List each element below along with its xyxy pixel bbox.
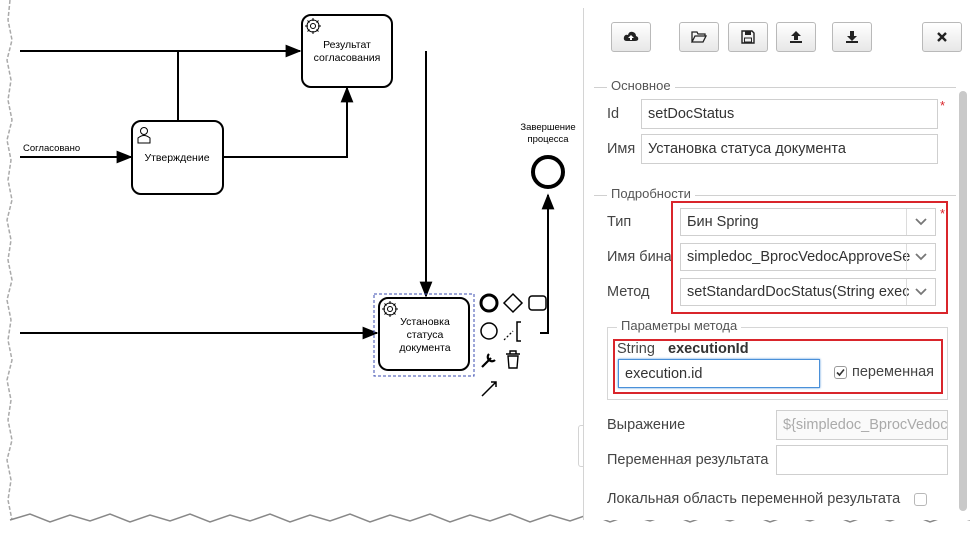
section-basic-title: Основное [607, 78, 675, 93]
close-icon [937, 32, 947, 42]
close-button[interactable] [922, 22, 962, 52]
connect-icon[interactable] [503, 330, 514, 341]
required-marker: * [940, 206, 946, 221]
expression-label: Выражение [607, 417, 686, 433]
param-value-input[interactable]: execution.id [618, 359, 820, 388]
method-select-value: setStandardDocStatus(String exec [687, 284, 910, 300]
name-label: Имя [607, 141, 636, 157]
gear-icon [382, 301, 398, 317]
expression-input[interactable]: ${simpledoc_BprocVedoc [776, 410, 948, 440]
svg-text:Установка: Установка [400, 316, 450, 328]
gear-icon [305, 18, 321, 34]
local-scope-label: Локальная область переменной результата [607, 491, 901, 507]
append-gateway-icon[interactable] [502, 292, 524, 314]
append-intermediate-event-icon[interactable] [480, 322, 498, 340]
param-variable-checkbox[interactable] [834, 366, 847, 379]
properties-panel: Основное Id setDocStatus * Имя Установка… [583, 8, 972, 520]
open-button[interactable] [679, 22, 719, 52]
chevron-down-icon [915, 288, 927, 296]
id-label: Id [607, 106, 620, 122]
bean-name-select-value: simpledoc_BprocVedocApproveSe [687, 249, 911, 265]
chevron-down-icon [915, 253, 927, 261]
result-variable-input[interactable] [776, 445, 948, 475]
type-select[interactable]: Бин Spring [680, 208, 936, 236]
toolbar [596, 22, 962, 56]
upload-icon [790, 31, 802, 43]
id-input[interactable]: setDocStatus [641, 99, 938, 129]
append-task-icon[interactable] [528, 295, 547, 311]
section-params-title: Параметры метода [617, 318, 742, 333]
details-highlight-box [671, 201, 948, 314]
params-highlight-box [613, 339, 943, 394]
method-label: Метод [607, 284, 650, 300]
cloud-upload-icon [623, 31, 639, 41]
type-select-value: Бин Spring [687, 214, 759, 230]
section-divider [594, 87, 956, 88]
save-button[interactable] [728, 22, 768, 52]
append-end-event-icon[interactable] [479, 293, 499, 313]
section-divider [594, 195, 956, 196]
sequence-flows[interactable] [20, 44, 555, 340]
text-annotation-icon[interactable] [516, 321, 521, 342]
param-name: executionId [668, 341, 749, 357]
svg-text:Утверждение: Утверждение [144, 152, 209, 164]
save-icon [741, 30, 755, 44]
svg-text:процесса: процесса [527, 134, 569, 145]
scrollbar[interactable] [959, 91, 967, 511]
svg-text:согласования: согласования [314, 52, 381, 64]
svg-text:документа: документа [399, 342, 450, 354]
chevron-down-icon [915, 218, 927, 226]
export-button[interactable] [776, 22, 816, 52]
edge-label-agreed: Согласовано [23, 143, 80, 154]
section-details-title: Подробности [607, 186, 695, 201]
context-pad[interactable] [479, 292, 547, 397]
upload-to-server-button[interactable] [611, 22, 651, 52]
wrench-icon[interactable] [481, 353, 496, 368]
type-label: Тип [607, 214, 632, 230]
svg-text:Результат: Результат [323, 39, 371, 51]
task-agreement-result[interactable]: Результат согласования [301, 14, 393, 88]
user-icon [137, 127, 151, 144]
method-select[interactable]: setStandardDocStatus(String exec [680, 278, 936, 306]
param-variable-label: переменная [852, 364, 935, 380]
checkmark-icon [836, 368, 845, 377]
method-params-group [607, 327, 948, 400]
torn-edge-bottom [9, 513, 971, 523]
result-variable-label: Переменная результата [607, 452, 769, 468]
import-button[interactable] [832, 22, 872, 52]
bean-name-select[interactable]: simpledoc_BprocVedocApproveSe [680, 243, 936, 271]
required-marker: * [940, 98, 946, 113]
svg-text:Завершение: Завершение [520, 122, 575, 133]
svg-text:статуса: статуса [407, 329, 444, 341]
task-approval[interactable]: Утверждение [131, 120, 224, 195]
bean-name-label: Имя бина [607, 249, 672, 265]
download-icon [846, 31, 858, 43]
trash-icon[interactable] [506, 350, 520, 369]
param-type: String [617, 341, 655, 357]
folder-open-icon [691, 31, 707, 43]
connect-arrow-icon[interactable] [481, 381, 497, 397]
task-set-doc-status[interactable]: Установка статуса документа [373, 293, 475, 377]
local-scope-checkbox[interactable] [914, 493, 927, 506]
end-event[interactable]: Завершение процесса [520, 122, 576, 189]
name-input[interactable]: Установка статуса документа [641, 134, 938, 164]
torn-edge-left [6, 0, 13, 521]
